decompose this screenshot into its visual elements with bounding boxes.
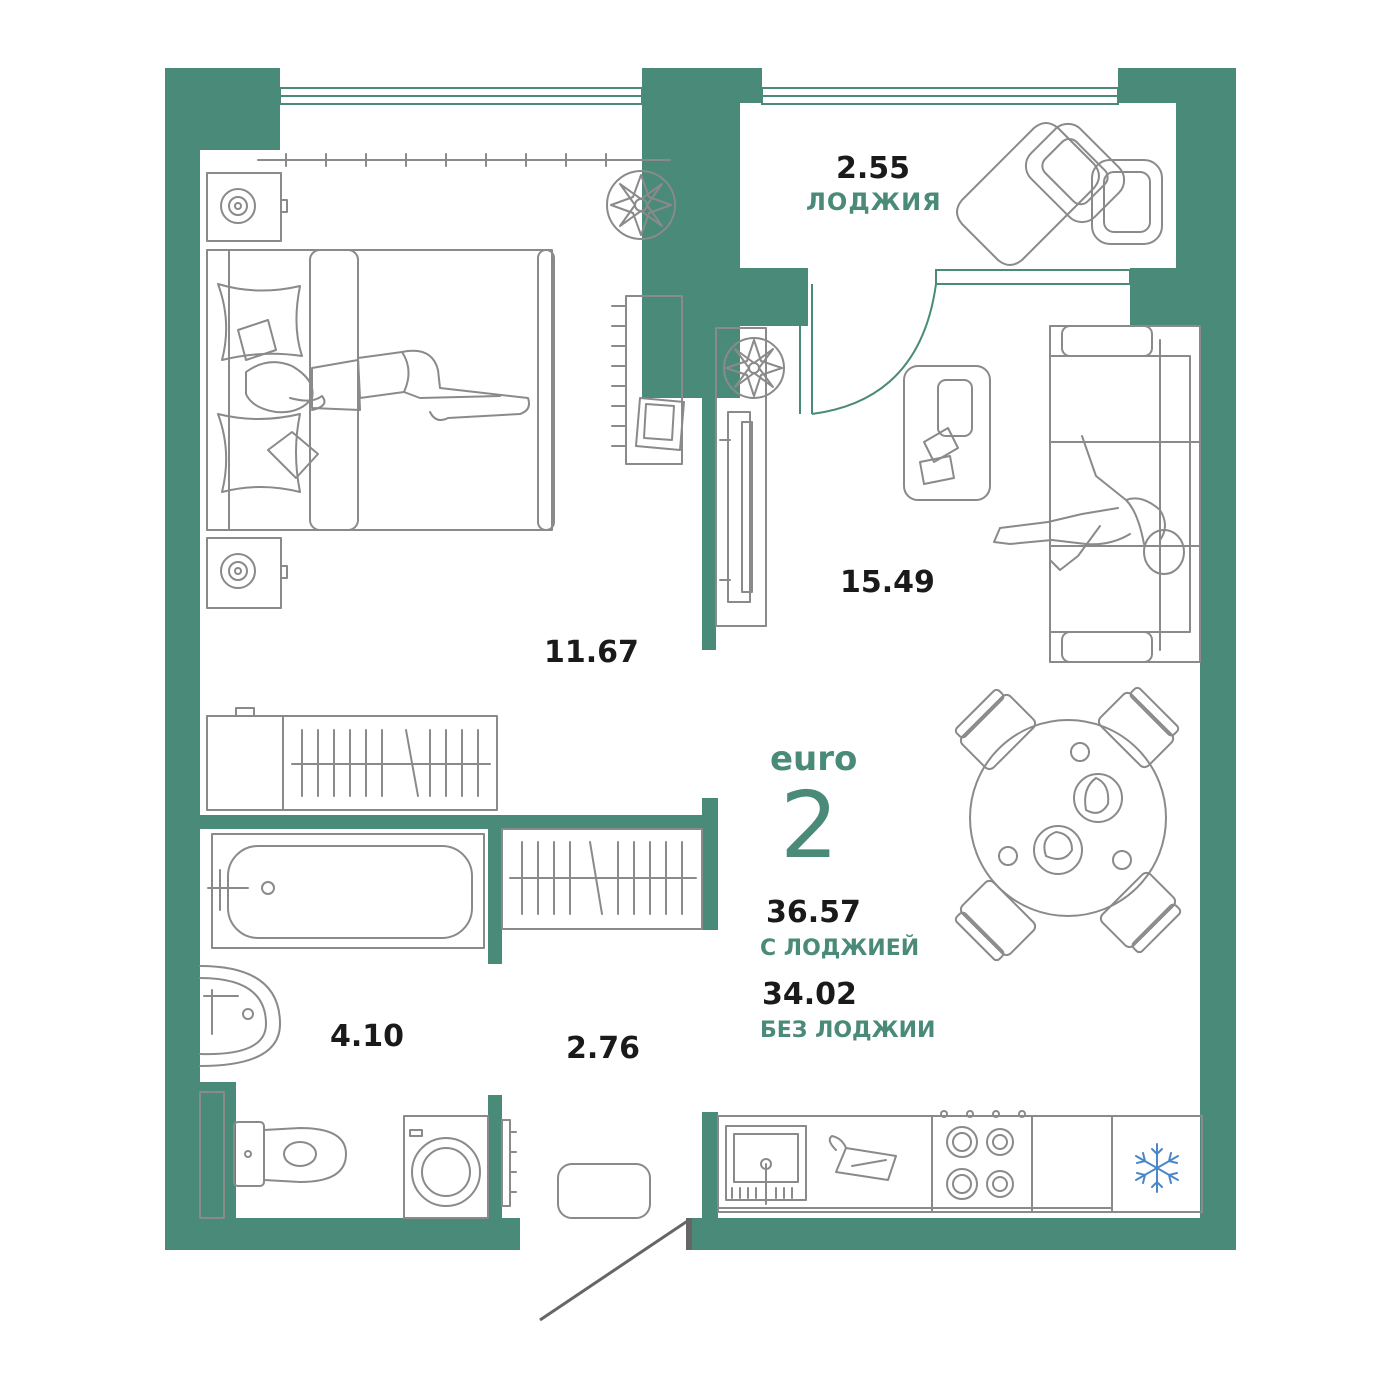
without-loggia-label: БЕЗ ЛОДЖИИ — [760, 1018, 936, 1043]
wardrobe-icon — [206, 707, 498, 811]
nightstand-icon — [206, 172, 288, 242]
wall-bottom-left — [165, 1218, 520, 1250]
coffee-table-icon — [903, 365, 991, 501]
kitchen-sink-icon — [725, 1125, 807, 1205]
fridge-snowflake-icon — [1135, 1143, 1179, 1193]
rug-icon — [557, 1163, 651, 1219]
washing-machine-icon — [403, 1115, 489, 1219]
dining-chair-icon — [954, 688, 1037, 771]
wall-top-left-block — [165, 68, 280, 150]
wall-bottom-right — [692, 1218, 1236, 1250]
toilet-icon — [233, 1121, 347, 1187]
entrance-door-icon — [539, 1218, 692, 1322]
wall-bedroom-tv-partition — [702, 398, 716, 650]
wall-bath-bottom — [200, 1082, 236, 1218]
loggia-area: 2.55 — [836, 151, 911, 186]
hallway-area: 2.76 — [566, 1031, 641, 1066]
dining-chair-icon — [1099, 871, 1182, 954]
total-area-with-loggia: 36.57 — [766, 895, 861, 930]
wall-loggia-bottom-right — [1130, 268, 1236, 326]
curtain-rod — [257, 153, 671, 167]
wall-bath-top — [200, 815, 718, 829]
wall-loggia-bottom-left — [740, 268, 808, 326]
fridge-icon — [1111, 1115, 1203, 1213]
wall-right-lower — [1200, 268, 1236, 1250]
radiator-icon — [199, 1091, 517, 1219]
walls — [165, 68, 1236, 1250]
total-area-without-loggia: 34.02 — [762, 977, 857, 1012]
plant-icon — [723, 337, 785, 399]
person-sleeping-icon — [245, 349, 530, 421]
nightstand-icon — [206, 537, 288, 609]
wall-top-middle-pier — [642, 68, 740, 398]
bathroom-area: 4.10 — [330, 1019, 405, 1054]
tv-stand-icon — [715, 327, 767, 627]
window-loggia-inner — [935, 269, 1131, 285]
cooktop-icon — [931, 1110, 1033, 1213]
wall-left — [165, 68, 200, 1250]
wall-bath-lower-right — [488, 1095, 502, 1218]
with-loggia-label: С ЛОДЖИЕЙ — [760, 936, 920, 961]
wardrobe-icon — [501, 828, 703, 930]
cutting-board-icon — [828, 1135, 897, 1181]
armchair-icon — [956, 122, 1163, 266]
rooms-count: 2 — [780, 772, 839, 879]
dining-chair-icon — [954, 879, 1037, 962]
door-swing-icon — [799, 283, 937, 415]
wall-kitchen-left — [702, 1112, 718, 1218]
desk-icon — [611, 295, 685, 465]
bathtub-icon — [207, 833, 485, 949]
sink-icon — [199, 965, 281, 1067]
apartment-type-label: euro — [770, 739, 858, 779]
plant-icon — [606, 170, 676, 240]
bedroom-area: 11.67 — [544, 635, 639, 670]
wall-bath-right — [488, 829, 502, 964]
wall-wardrobe-right-stub — [702, 798, 718, 930]
double-bed-icon — [206, 249, 555, 531]
windows — [279, 87, 1131, 285]
living-kitchen-area: 15.49 — [840, 565, 935, 600]
person-relaxing-icon — [993, 435, 1185, 575]
sofa-icon — [1049, 325, 1201, 663]
dining-chair-icon — [1097, 686, 1180, 769]
loggia-label: ЛОДЖИЯ — [806, 188, 942, 216]
kitchen-counter — [717, 1115, 1203, 1213]
dining-table-icon — [969, 719, 1167, 917]
